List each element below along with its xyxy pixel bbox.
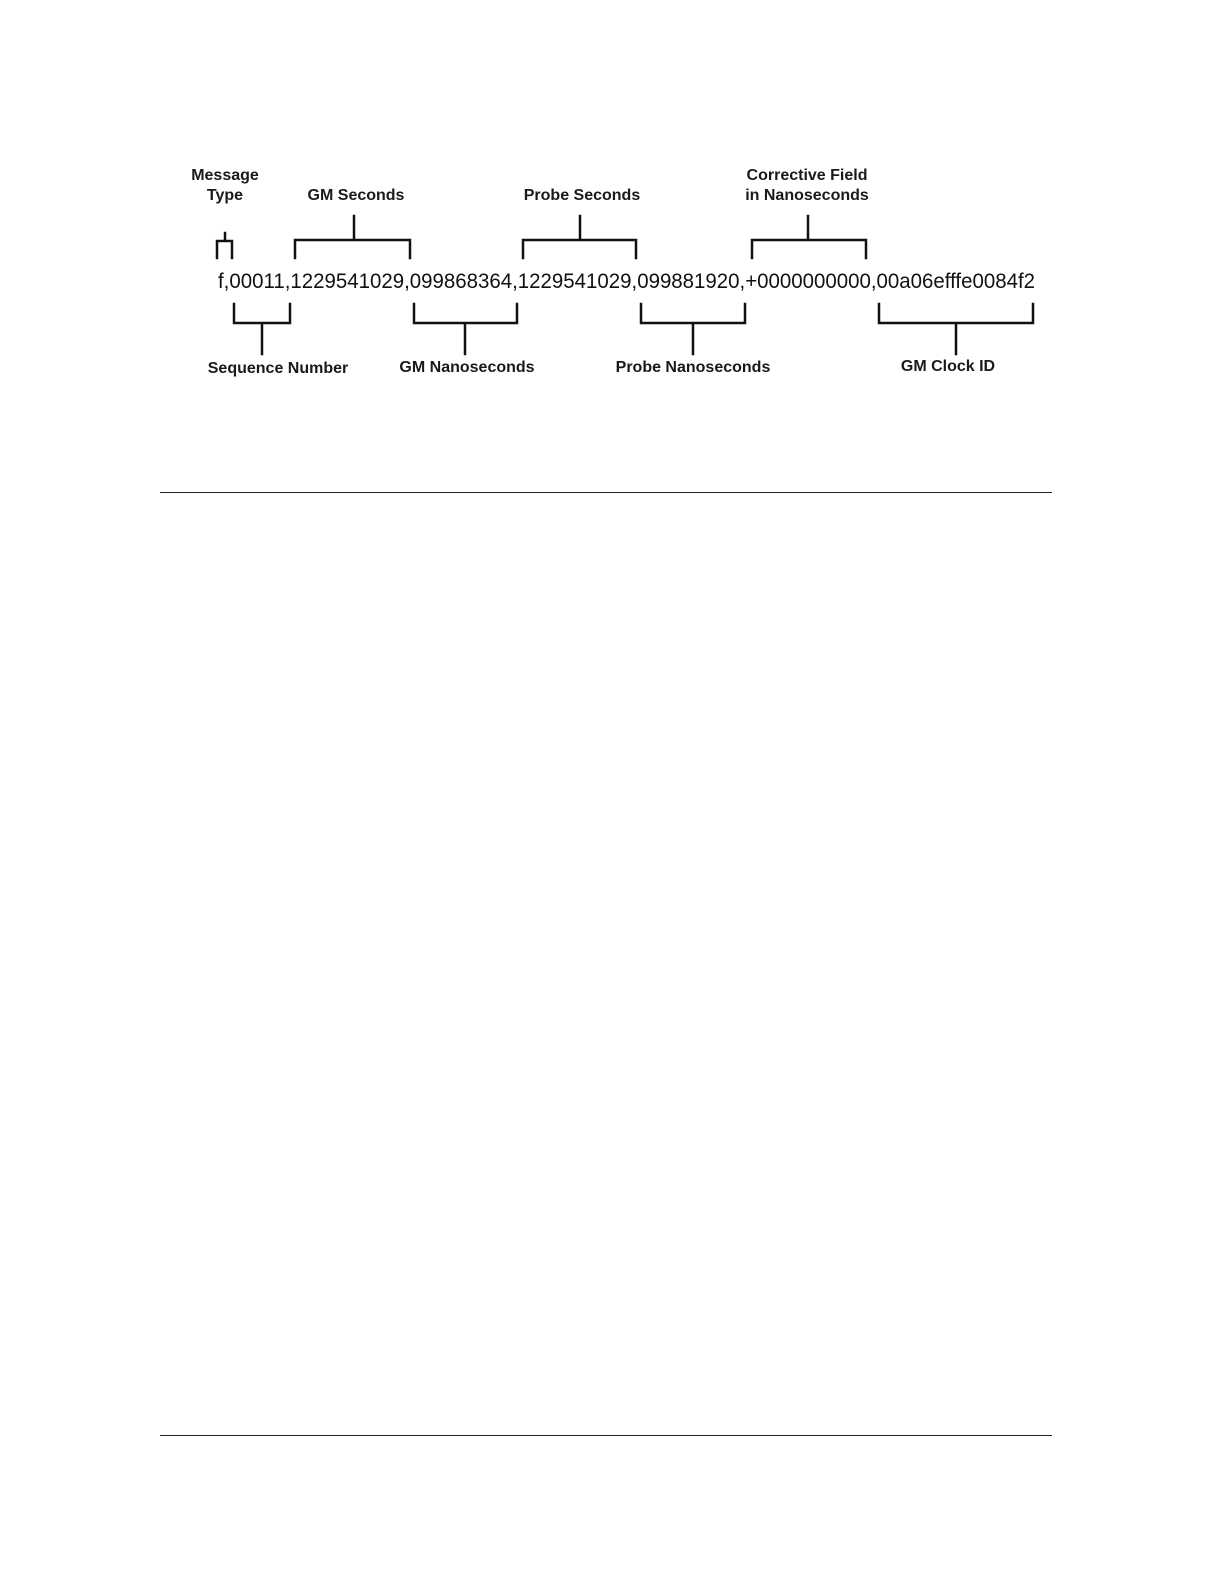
bracket-probe-nanoseconds (641, 304, 745, 354)
bracket-corrective-field (752, 216, 866, 258)
bracket-gm-seconds (295, 216, 410, 258)
label-corrective-field-line2: in Nanoseconds (745, 187, 869, 204)
label-message-type-line2: Type (207, 187, 243, 204)
bracket-message-type (217, 233, 232, 258)
label-gm-clock-id: GM Clock ID (901, 358, 995, 375)
label-probe-nanoseconds: Probe Nanoseconds (616, 359, 771, 376)
label-gm-nanoseconds: GM Nanoseconds (399, 359, 534, 376)
label-probe-seconds: Probe Seconds (524, 187, 641, 204)
bracket-gm-clock-id (879, 304, 1033, 354)
bracket-probe-seconds (523, 216, 636, 258)
divider-top (160, 492, 1052, 493)
bracket-sequence-number (234, 304, 290, 354)
bracket-gm-nanoseconds (414, 304, 517, 354)
label-message-type-line1: Message (191, 167, 259, 184)
label-corrective-field-line1: Corrective Field (747, 167, 868, 184)
divider-bottom (160, 1435, 1052, 1436)
label-sequence-number: Sequence Number (208, 360, 348, 377)
label-gm-seconds: GM Seconds (308, 187, 405, 204)
message-string: f,00011,1229541029,099868364,1229541029,… (218, 270, 1035, 293)
